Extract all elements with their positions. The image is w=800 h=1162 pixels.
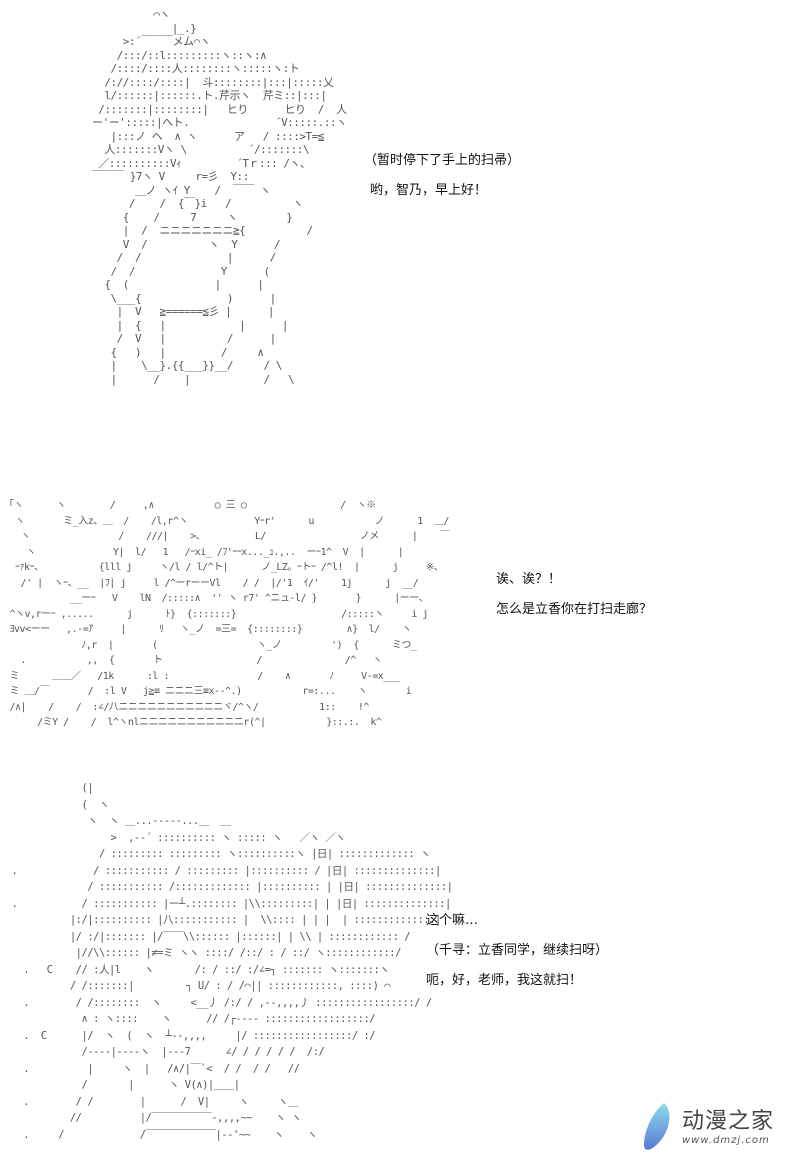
dialogue-line: （暂时停下了手上的扫帚） [364, 153, 521, 168]
dialogue-line: 怎么是立香你在打扫走廊？ [496, 602, 653, 617]
dialogue-line: 这个嘛… [426, 913, 479, 928]
brand-name: 动漫之家 [682, 1108, 775, 1134]
brand-url: www.dmzj.com [682, 1134, 770, 1146]
comic-panel-1: ⌒ヽ |_.} >:´￣￣￣メム⌒ヽ /:::/::l:::::::::ヽ::ヽ… [0, 0, 800, 480]
dialogue-line: （千寻：立香同学，继续扫呀） [426, 943, 609, 958]
comic-panel-3: (| ( ヽ ヽ ヽ ＿...-‐‐‐-...＿ ＿ > ,-‐´ ::::::… [0, 780, 800, 1162]
ascii-art-chino-sweeping: ⌒ヽ |_.} >:´￣￣￣メム⌒ヽ /:::/::l:::::::::ヽ::ヽ… [92, 8, 347, 386]
dialogue-line: 诶、诶？！ [496, 572, 562, 587]
ascii-art-surprised-character: 「ヽ ヽ / ,∧ ○ 三 ○ / ヽ※ ヽ ミ_入z、＿ / /l,r^ヽ Y… [4, 500, 449, 728]
comic-panel-2: 「ヽ ヽ / ,∧ ○ 三 ○ / ヽ※ ヽ ミ_入z、＿ / /l,r^ヽ Y… [0, 490, 800, 750]
dialogue-box-2: 诶、诶？！ 怎么是立香你在打扫走廊？ [496, 565, 652, 625]
dmzj-watermark: 动漫之家 www.dmzj.com [640, 1098, 795, 1156]
dialogue-line: 哟，智乃，早上好！ [370, 183, 488, 198]
dialogue-line: 呃，好，老师，我这就扫！ [426, 973, 583, 988]
ascii-art-ritsuka-sweeping: (| ( ヽ ヽ ヽ ＿...-‐‐‐-...＿ ＿ > ,-‐´ ::::::… [11, 782, 453, 1141]
leaf-logo-icon [644, 1103, 670, 1150]
dialogue-box-3: 这个嘛… （千寻：立香同学，继续扫呀） 呃，好，老师，我这就扫！ [426, 906, 608, 996]
dialogue-box-1: （暂时停下了手上的扫帚） 哟，智乃，早上好！ [364, 146, 520, 206]
